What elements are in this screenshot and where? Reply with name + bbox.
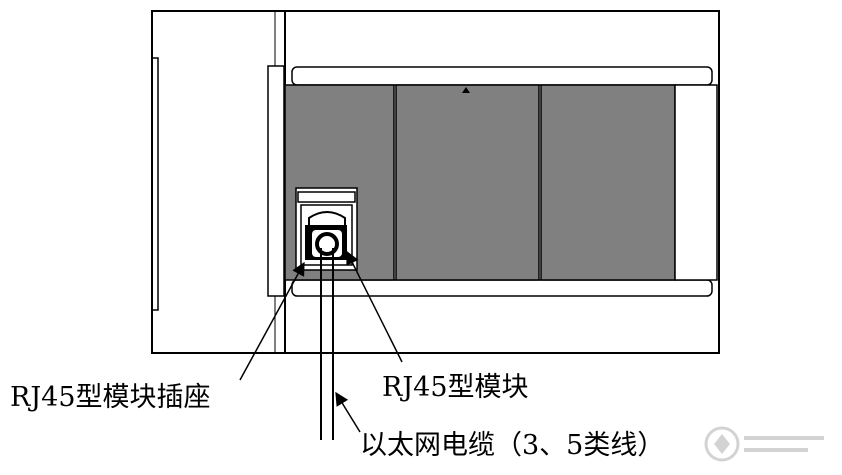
right-cap	[674, 84, 718, 281]
rj45-socket-top	[297, 191, 356, 203]
logo-watermark-icon	[704, 426, 824, 462]
label-rj45-module: RJ45型模块	[382, 372, 529, 403]
left-bracket	[267, 65, 285, 297]
label-ethernet-cable: 以太网电缆（3、5类线）	[360, 430, 665, 461]
arrow-to-module	[346, 250, 403, 363]
left-slot	[151, 57, 159, 311]
label-rj45-socket: RJ45型模块插座	[10, 382, 211, 413]
rj45-latch	[308, 211, 346, 226]
top-indicator-icon	[462, 87, 470, 93]
arrow-to-socket	[239, 261, 305, 381]
module-panel-3	[540, 84, 676, 281]
ethernet-cable	[320, 248, 334, 440]
module-panel-2	[395, 84, 540, 281]
upper-rail	[291, 66, 713, 86]
lower-rail	[291, 279, 713, 297]
arrow-to-cable	[335, 391, 361, 433]
rj45-plug-ring-inner	[319, 236, 335, 252]
